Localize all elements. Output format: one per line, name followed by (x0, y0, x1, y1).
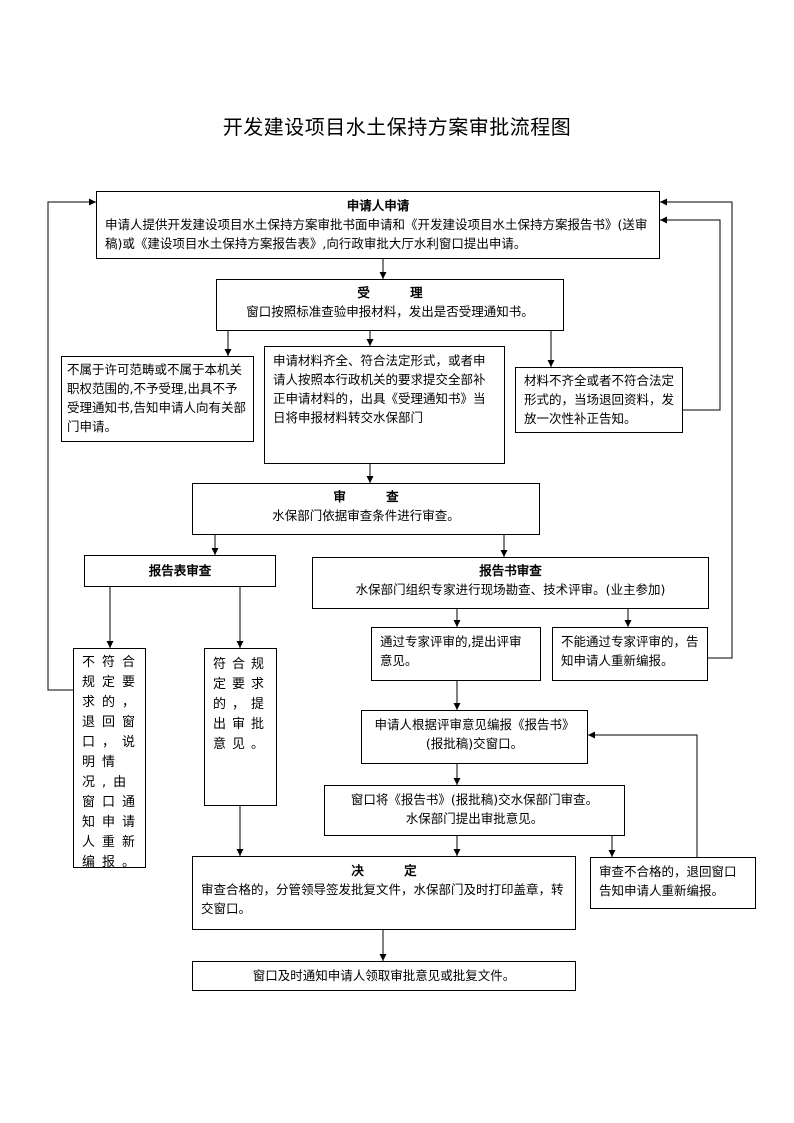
decision-box: 决 定 审查合格的，分管领导签发批复文件，水保部门及时打印盖章，转交窗口。 (192, 856, 576, 930)
loop-expert-fail-to-apply (660, 198, 733, 659)
loop-incomplete-to-apply (660, 216, 721, 411)
review-box: 审 查 水保部门依据审查条件进行审查。 (192, 483, 540, 535)
apply-text: 申请人提供开发建设项目水土保持方案审批书面申请和《开发建设项目水土保持方案报告书… (105, 217, 648, 251)
materials-complete-box: 申请材料齐全、符合法定形式，或者申请人按照本行政机关的要求提交全部补正申请材料的… (264, 346, 505, 464)
forward-line1: 窗口将《报告书》(报批稿)交水保部门审查。 (350, 792, 599, 807)
accept-text: 窗口按照标准查验申报材料，发出是否受理通知书。 (246, 304, 534, 319)
expert-pass-box: 通过专家评审的,提出评审意见。 (371, 627, 541, 681)
materials-incomplete-box: 材料不齐全或者不符合法定形式的，当场退回资料，发放一次性补正告知。 (515, 367, 683, 433)
accept-box: 受 理 窗口按照标准查验申报材料，发出是否受理通知书。 (216, 279, 564, 331)
report-table-review-box: 报告表审查 (84, 555, 276, 587)
accept-title: 受 理 (357, 285, 441, 300)
not-accepted-box: 不属于许可范畴或不属于本机关职权范围的,不予受理,出具不予受理通知书,告知申请人… (61, 356, 254, 442)
notify-text: 窗口及时通知申请人领取审批意见或批复文件。 (252, 968, 516, 983)
report-table-pass-text: 符合规定要求的，提出审批意见。 (213, 657, 271, 752)
decision-fail-text: 审查不合格的，退回窗口告知申请人重新编报。 (599, 864, 737, 898)
report-table-fail-box: 不符合规定要求的，退回窗口，说明情况,由窗口通知申请人重新编报。 (73, 648, 146, 870)
apply-box: 申请人申请 申请人提供开发建设项目水土保持方案审批书面申请和《开发建设项目水土保… (96, 191, 660, 259)
apply-title: 申请人申请 (346, 198, 410, 213)
report-table-pass-box: 符合规定要求的，提出审批意见。 (204, 648, 277, 806)
expert-fail-box: 不能通过专家评审的，告知申请人重新编报。 (552, 627, 708, 681)
review-text: 水保部门依据审查条件进行审查。 (272, 508, 460, 523)
decision-text: 审查合格的，分管领导签发批复文件，水保部门及时打印盖章，转交窗口。 (201, 882, 564, 916)
forward-line2: 水保部门提出审批意见。 (405, 811, 544, 826)
report-book-title: 报告书审查 (479, 563, 542, 578)
loop-decision-fail-to-revise (588, 731, 698, 857)
not-accepted-text: 不属于许可范畴或不属于本机关职权范围的,不予受理,出具不予受理通知书,告知申请人… (67, 362, 246, 434)
review-title: 审 查 (333, 489, 417, 504)
expert-pass-text: 通过专家评审的,提出评审意见。 (380, 634, 522, 668)
materials-incomplete-text: 材料不齐全或者不符合法定形式的，当场退回资料，发放一次性补正告知。 (524, 373, 675, 426)
revise-submit-box: 申请人根据评审意见编报《报告书》(报批稿)交窗口。 (361, 710, 588, 764)
report-table-title: 报告表审查 (148, 563, 212, 578)
report-book-text: 水保部门组织专家进行现场勘查、技术评审。(业主参加) (355, 582, 666, 597)
notify-box: 窗口及时通知申请人领取审批意见或批复文件。 (192, 961, 576, 991)
report-table-fail-text: 不符合规定要求的，退回窗口，说明情况,由窗口通知申请人重新编报。 (82, 655, 143, 870)
page-title: 开发建设项目水土保持方案审批流程图 (222, 115, 572, 139)
decision-title: 决 定 (351, 863, 435, 878)
loop-table-fail-to-apply (47, 198, 96, 691)
materials-complete-text: 申请材料齐全、符合法定形式，或者申请人按照本行政机关的要求提交全部补正申请材料的… (273, 353, 486, 425)
revise-submit-text: 申请人根据评审意见编报《报告书》(报批稿)交窗口。 (374, 717, 575, 751)
decision-fail-box: 审查不合格的，退回窗口告知申请人重新编报。 (590, 857, 756, 909)
expert-fail-text: 不能通过专家评审的，告知申请人重新编报。 (561, 634, 699, 668)
report-book-review-box: 报告书审查 水保部门组织专家进行现场勘查、技术评审。(业主参加) (312, 557, 709, 609)
forward-to-department-box: 窗口将《报告书》(报批稿)交水保部门审查。 水保部门提出审批意见。 (324, 785, 625, 836)
